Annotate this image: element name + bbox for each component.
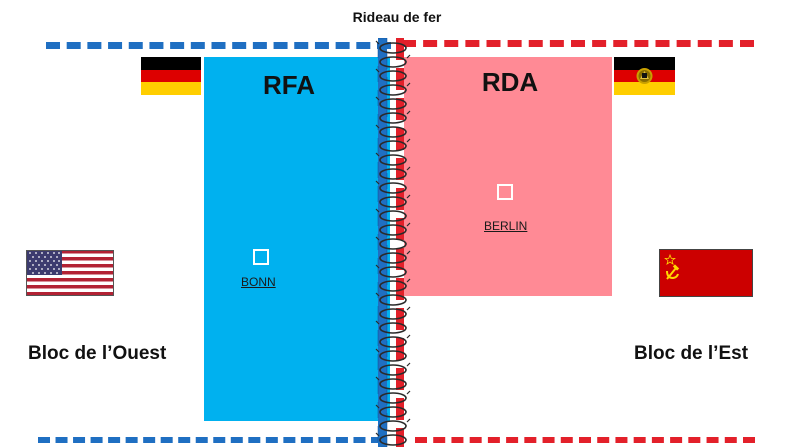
barbed-wire-icon <box>375 38 411 447</box>
rfa-region <box>204 57 390 421</box>
east-bloc-label: Bloc de l’Est <box>634 343 749 364</box>
west-bloc-label: Bloc de l’Ouest <box>28 343 167 364</box>
flag-usa-icon <box>26 250 114 296</box>
rda-region <box>400 57 612 296</box>
rfa-label: RFA <box>263 70 315 100</box>
bonn-label: BONN <box>241 275 276 289</box>
west-border-line-top <box>46 42 391 49</box>
diagram-title: Rideau de fer <box>352 9 442 25</box>
flag-frg-icon <box>141 57 201 95</box>
rda-label: RDA <box>481 67 539 97</box>
west-border-line-bottom <box>38 437 383 443</box>
east-border-line-top <box>402 40 754 47</box>
flag-gdr-icon <box>614 57 675 95</box>
berlin-label: BERLIN <box>484 219 528 233</box>
bonn-marker <box>253 249 269 265</box>
berlin-marker <box>497 184 513 200</box>
east-border-line-bottom <box>415 437 755 443</box>
flag-ussr-icon <box>659 249 753 297</box>
